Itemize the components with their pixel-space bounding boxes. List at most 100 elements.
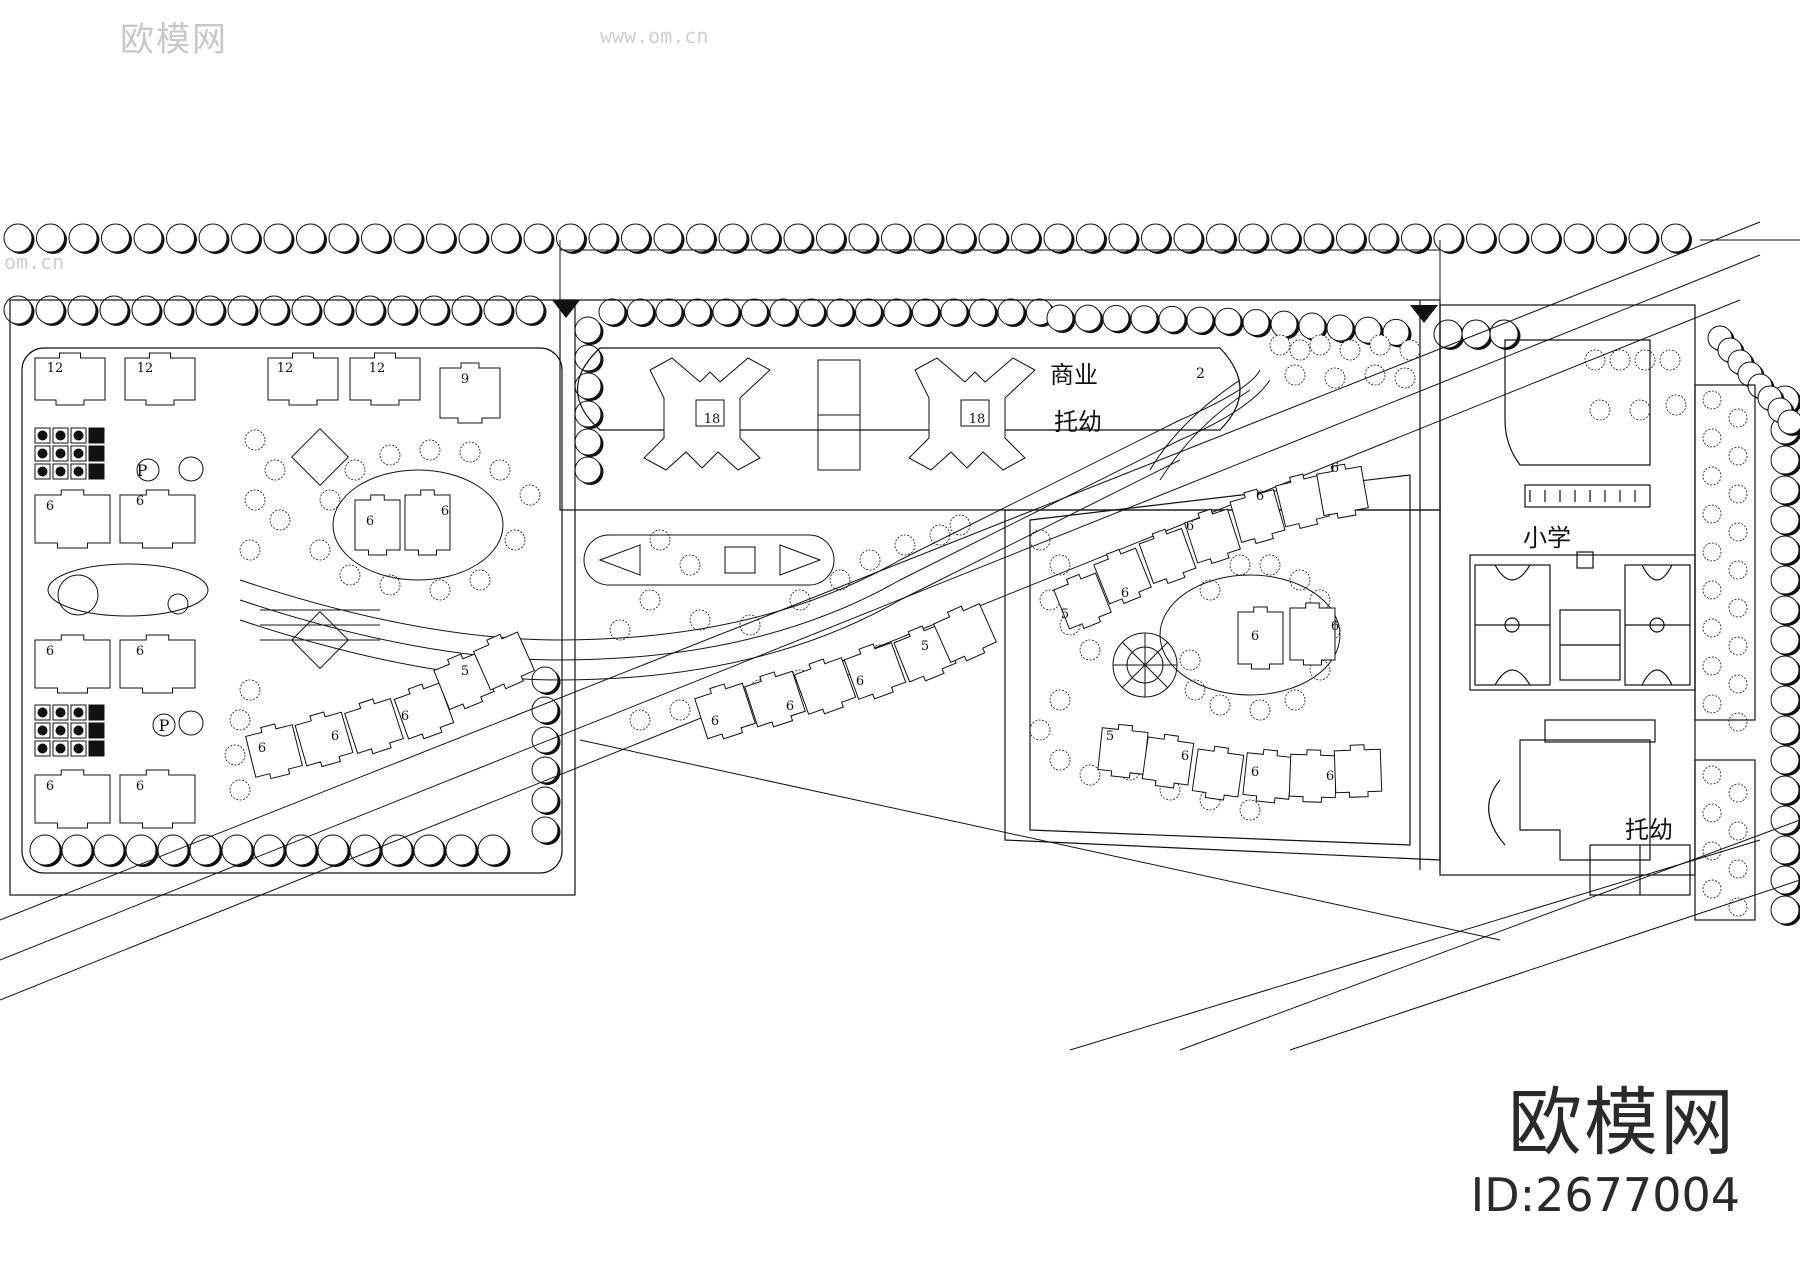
shrub <box>1728 484 1748 504</box>
tree-crown <box>1238 223 1268 253</box>
tree <box>99 295 131 326</box>
tree <box>355 295 387 326</box>
tree-crown <box>131 295 161 325</box>
shrub <box>1269 334 1291 356</box>
floor-label: 6 <box>441 504 449 519</box>
floor-label: 6 <box>1186 519 1194 534</box>
entrance-markers <box>552 300 1438 323</box>
tree <box>1108 223 1140 254</box>
shrub-outline <box>309 539 331 561</box>
shrub-outline <box>1702 879 1722 899</box>
tree <box>387 295 419 326</box>
shrub <box>1728 783 1748 803</box>
tree <box>67 295 99 326</box>
diagonal-roads <box>0 221 1800 1051</box>
shrub <box>609 619 631 641</box>
shrub <box>1029 719 1051 741</box>
courtyard-oval-right <box>1159 574 1341 696</box>
tree <box>1238 223 1270 254</box>
building-outline <box>344 697 404 755</box>
tree-crown <box>317 834 349 866</box>
shrub-outline <box>1728 859 1748 879</box>
tree-crown <box>1531 223 1560 253</box>
tree <box>1336 223 1367 254</box>
tree-crown <box>627 298 654 326</box>
shrub <box>1629 399 1651 421</box>
shrub <box>1728 821 1748 841</box>
tree <box>816 223 847 254</box>
shrub-outline <box>339 564 361 586</box>
tree <box>531 666 561 695</box>
tree <box>198 223 230 254</box>
shrub-outline <box>489 459 511 481</box>
shrub-outline <box>379 574 401 596</box>
tree-crown <box>101 223 130 253</box>
tree-crown <box>296 223 325 253</box>
tree-crown <box>969 298 996 326</box>
building-outline <box>1237 606 1284 670</box>
tree-crown <box>67 295 97 325</box>
tree-crown <box>574 400 602 428</box>
tree-crown <box>157 834 189 866</box>
school-building <box>1504 339 1651 466</box>
building-outline <box>694 682 756 740</box>
residential-buildings <box>34 352 1383 829</box>
tree <box>598 298 628 327</box>
tree <box>1326 314 1356 343</box>
residential-building <box>1289 602 1336 666</box>
shrub-outline <box>1702 656 1722 676</box>
pavilion-top <box>291 428 349 486</box>
tree <box>1433 223 1465 254</box>
tree <box>3 295 35 326</box>
tree-crown <box>445 834 477 866</box>
tree <box>574 456 604 485</box>
shrub <box>1702 765 1722 785</box>
residential-building <box>472 631 536 691</box>
tree-crown <box>1770 445 1800 475</box>
tree-crown <box>783 223 813 253</box>
shrub <box>309 539 331 561</box>
shrub <box>949 514 971 536</box>
tree <box>556 223 587 254</box>
shrub <box>1728 446 1748 466</box>
residential-building <box>354 494 401 556</box>
parking-symbol-bottom: P <box>159 716 170 735</box>
tree <box>263 223 295 254</box>
tree-crown <box>1770 565 1800 595</box>
shrub-outline <box>894 534 916 556</box>
tree-crown <box>93 834 125 866</box>
shrub <box>1584 349 1606 371</box>
watermark-brand-faint: 欧模网 <box>120 20 228 60</box>
building-outline <box>404 489 451 556</box>
tree <box>946 223 977 254</box>
tree <box>1466 223 1497 254</box>
shrub-outline <box>949 514 971 536</box>
tree <box>783 223 815 254</box>
shrub-outline <box>1728 821 1748 841</box>
tree <box>317 834 351 867</box>
tree <box>1770 715 1800 746</box>
shrub <box>1728 560 1748 580</box>
parking-cell-dot <box>37 430 48 441</box>
tree <box>1628 223 1660 254</box>
shrub-outline <box>1029 719 1051 741</box>
shrub <box>339 564 361 586</box>
tree <box>1489 319 1521 350</box>
shrub-outline <box>504 529 526 551</box>
tree-crown <box>1214 307 1242 335</box>
tree <box>68 223 100 254</box>
shrub-outline <box>929 524 951 546</box>
tree <box>131 295 163 326</box>
tree <box>29 834 63 867</box>
tree-crown <box>1596 223 1625 253</box>
shrub-outline <box>1702 504 1722 524</box>
tree-crown <box>35 295 65 325</box>
tree <box>1777 409 1800 436</box>
tree-crown <box>1270 310 1298 338</box>
shrub-outline <box>1339 339 1361 361</box>
tree-crown <box>1770 655 1800 685</box>
tree-crown <box>1382 318 1410 346</box>
central-plaza <box>583 534 835 586</box>
shrub-outline <box>1249 699 1271 721</box>
shrub <box>1728 598 1748 618</box>
